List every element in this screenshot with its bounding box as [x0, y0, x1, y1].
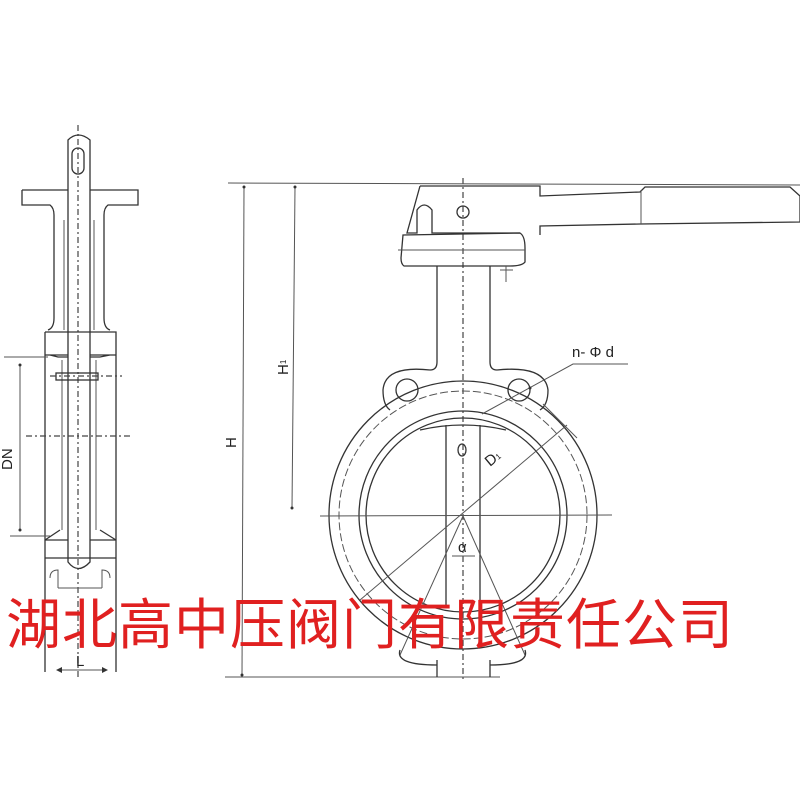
- valve-body-side: [44, 331, 117, 672]
- d1-label: D1: [482, 447, 505, 470]
- front-view: H H1 D1 α n- Φ d: [223, 178, 800, 680]
- h1-label: H1: [275, 359, 292, 375]
- bolt-hole: [395, 378, 419, 402]
- company-watermark: 湖北高中压阀门有限责任公司: [6, 593, 735, 657]
- lever-handle: [420, 185, 800, 235]
- bolt-holes-label: n- Φ d: [572, 344, 614, 361]
- valve-neck: [429, 266, 498, 371]
- dn-label: DN: [0, 448, 16, 470]
- stem-key-slot: [71, 147, 85, 175]
- side-view: DN L: [0, 125, 139, 680]
- bolt-hole: [507, 378, 531, 402]
- top-flange: [21, 189, 139, 331]
- mounting-plate: [400, 232, 526, 267]
- h-label: H: [223, 437, 240, 448]
- angle-label: α: [458, 539, 467, 556]
- l-label: L: [76, 653, 84, 670]
- stem: [67, 134, 91, 570]
- handle-lug: [406, 185, 520, 234]
